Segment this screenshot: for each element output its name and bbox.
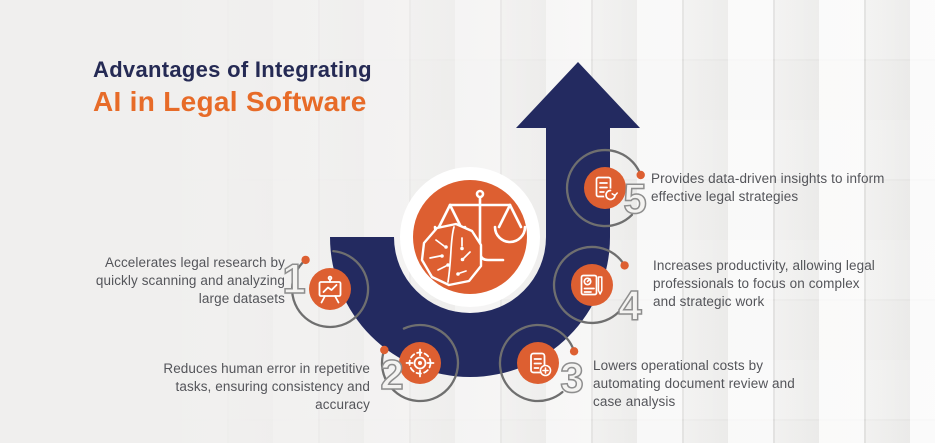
item-text-5: Provides data-driven insights to inform … bbox=[651, 171, 885, 204]
ring-dot-5 bbox=[636, 170, 645, 180]
item-number-2: 2 bbox=[380, 351, 405, 398]
item-icon-circle-5 bbox=[584, 167, 626, 209]
item-text-1: Accelerates legal research by quickly sc… bbox=[95, 255, 285, 306]
item-icon-circle-2 bbox=[399, 342, 441, 384]
up-arrow-shape bbox=[330, 62, 640, 377]
ring-item-4 bbox=[552, 245, 626, 325]
ring-item-5 bbox=[565, 148, 642, 228]
ring-item-1 bbox=[291, 249, 370, 329]
newspaper-pen-icon bbox=[580, 274, 603, 296]
title-line-2: AI in Legal Software bbox=[93, 86, 367, 118]
item-number-5: 5 bbox=[623, 175, 648, 222]
ai-brain-icon bbox=[420, 222, 483, 287]
item-icon-circle-3 bbox=[517, 342, 559, 384]
ring-dot-1 bbox=[301, 255, 310, 265]
ring-dot-2 bbox=[380, 345, 389, 355]
item-text-2: Reduces human error in repetitive tasks,… bbox=[163, 361, 370, 412]
item-number-1: 1 bbox=[282, 255, 307, 302]
item-number-4: 4 bbox=[618, 282, 643, 329]
ring-item-3 bbox=[498, 323, 576, 403]
target-icon bbox=[405, 348, 435, 378]
item-icon-circle-4 bbox=[571, 264, 613, 306]
item-text-4: Increases productivity, allowing legal p… bbox=[653, 258, 875, 309]
page-title: Advantages of Integrating AI in Legal So… bbox=[93, 57, 372, 119]
ring-dot-4 bbox=[620, 261, 629, 270]
document-add-icon bbox=[530, 352, 552, 377]
presentation-chart-icon bbox=[318, 275, 342, 304]
item-number-3: 3 bbox=[560, 354, 585, 401]
document-sync-icon bbox=[595, 176, 618, 202]
ring-dot-3 bbox=[569, 347, 579, 356]
title-line-1: Advantages of Integrating bbox=[93, 57, 372, 82]
ring-item-2 bbox=[380, 323, 460, 403]
center-badge bbox=[400, 167, 540, 307]
item-text-3: Lowers operational costs by automating d… bbox=[593, 358, 795, 409]
item-icon-circle-1 bbox=[309, 268, 351, 310]
